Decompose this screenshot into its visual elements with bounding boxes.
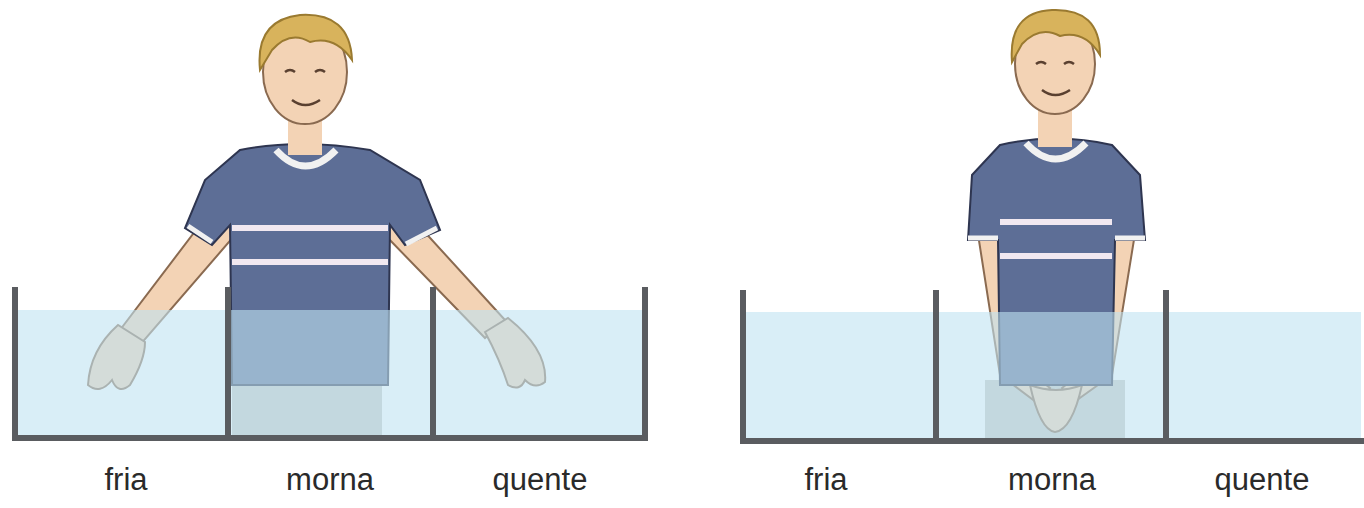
temperature-label: fria <box>104 462 147 498</box>
collar <box>276 150 336 166</box>
hair <box>1012 10 1100 62</box>
sleeve-cuff <box>968 236 1145 241</box>
container <box>743 290 1364 441</box>
temperature-label: quente <box>1215 462 1310 498</box>
hair <box>260 15 353 70</box>
collar <box>1026 143 1086 159</box>
temperature-label: fria <box>804 462 847 498</box>
temperature-label: morna <box>1008 462 1096 498</box>
shirt-stripe <box>1000 222 1112 256</box>
temperature-label: quente <box>493 462 588 498</box>
face <box>1036 62 1074 95</box>
temperature-label: morna <box>286 462 374 498</box>
water <box>18 310 643 436</box>
water <box>746 312 1361 438</box>
sleeve-cuff <box>188 226 437 244</box>
container <box>15 287 645 438</box>
face <box>285 70 325 105</box>
shirt-stripe <box>232 228 388 262</box>
